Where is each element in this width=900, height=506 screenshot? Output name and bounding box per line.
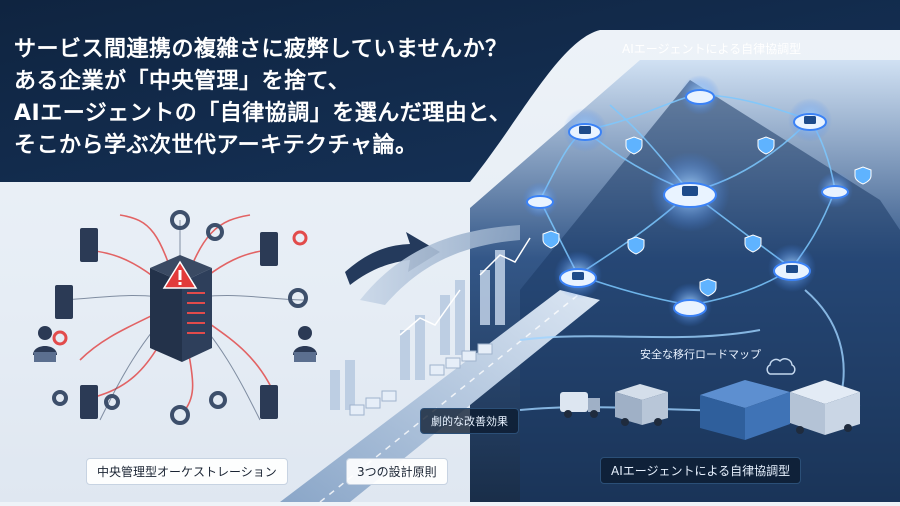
headline-banner (0, 0, 900, 182)
chip-icon (526, 89, 849, 317)
label-autonomous-bottom-text: AIエージェントによる自律協調型 (611, 464, 791, 478)
cloud-icon (766, 358, 796, 375)
label-central: 中央管理型オーケストレーション (86, 458, 288, 485)
server-icon (55, 228, 278, 419)
headline-line-4: そこから学ぶ次世代アーキテクチャ論。 (14, 133, 418, 158)
trend-lines (399, 237, 531, 336)
warning-icon (162, 260, 198, 289)
label-roadmap-text: 安全な移行ロードマップ (640, 348, 761, 361)
truck-icon (615, 384, 668, 426)
growth-bars (330, 250, 505, 410)
label-principles-text: 3つの設計原則 (357, 465, 437, 479)
label-central-text: 中央管理型オーケストレーション (97, 465, 277, 479)
label-autonomous-top-text: AIエージェントによる自律協調型 (622, 42, 802, 56)
data-blocks (349, 343, 493, 416)
headline-line-3: AIエージェントの「自律協調」を選んだ理由と、 (14, 101, 512, 126)
shield-icon (542, 136, 872, 297)
operator-icon (293, 326, 317, 362)
gear-icon (52, 210, 308, 425)
label-roadmap: 安全な移行ロードマップ (640, 346, 761, 362)
migration-road (280, 290, 600, 502)
label-improvement: 劇的な改善効果 (420, 408, 519, 434)
operator-icon (33, 326, 57, 362)
label-autonomous-top: AIエージェントによる自律協調型 (622, 40, 801, 57)
gear-icon (52, 230, 308, 346)
headline-line-1: サービス間連携の複雑さに疲弊していませんか？ (14, 37, 508, 62)
headline-line-2: ある企業が「中央管理」を捨て、 (14, 69, 351, 94)
truck-icon (790, 380, 860, 435)
transition-arrow-flow (360, 225, 520, 305)
headline: サービス間連携の複雑さに疲弊していませんか？ ある企業が「中央管理」を捨て、 A… (14, 34, 574, 162)
forklift-icon (560, 392, 600, 418)
agent-network (522, 75, 872, 327)
label-autonomous-bottom: AIエージェントによる自律協調型 (600, 457, 802, 484)
label-improvement-text: 劇的な改善効果 (431, 415, 508, 428)
central-orchestration-diagram (33, 210, 317, 425)
container-icon (700, 380, 790, 440)
label-principles: 3つの設計原則 (346, 458, 448, 485)
transition-arrow (345, 232, 440, 285)
